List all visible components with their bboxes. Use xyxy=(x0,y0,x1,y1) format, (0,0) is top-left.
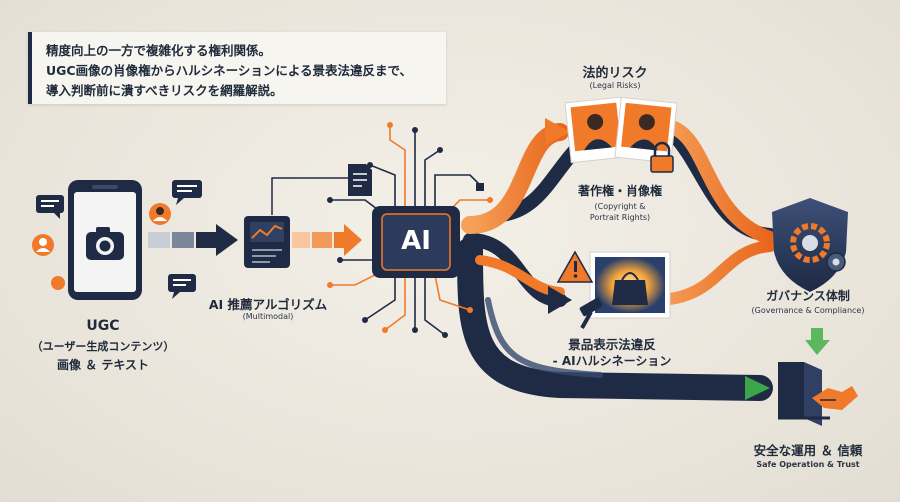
governance-subtitle: (Governance & Compliance) xyxy=(751,306,865,315)
copyright-subtitle-2: Portrait Rights) xyxy=(589,213,651,222)
ugc-subtitle: （ユーザー生成コンテンツ） xyxy=(31,340,175,353)
copyright-title: 著作権・肖像権 xyxy=(577,184,663,198)
arrowhead-governance-down xyxy=(805,340,830,355)
smartphone-icon xyxy=(68,180,142,300)
algorithm-title: AI 推薦アルゴリズム xyxy=(208,297,328,312)
arrowhead-safe xyxy=(745,376,770,400)
person-icon xyxy=(51,276,65,290)
input-arrow-2 xyxy=(292,224,362,256)
handshake-icon xyxy=(812,386,858,410)
document-icon xyxy=(348,164,372,196)
safe-subtitle: Safe Operation & Trust xyxy=(756,460,860,469)
person-icon xyxy=(32,234,54,256)
intro-card: 精度向上の一方で複雑化する権利関係。 UGC画像の肖像権からハルシネーションによ… xyxy=(28,32,446,104)
intro-line-3: 導入判断前に潰すべきリスクを網羅解説。 xyxy=(46,83,283,98)
copyright-subtitle-1: (Copyright & xyxy=(594,202,646,211)
chat-bubble-icon xyxy=(172,180,202,205)
chat-bubble-icon xyxy=(36,195,64,219)
arrowhead-legal xyxy=(545,118,570,146)
legal-risks-subtitle: (Legal Risks) xyxy=(589,81,641,90)
intro-line-1: 精度向上の一方で複雑化する権利関係。 xyxy=(46,43,272,58)
photo-frame-icon xyxy=(564,96,678,164)
circuit-nodes xyxy=(327,122,493,338)
safe-title: 安全な運用 ＆ 信頼 xyxy=(753,443,863,458)
misrep-title-2: - AIハルシネーション xyxy=(552,354,672,368)
connector-line xyxy=(271,177,350,215)
misrep-title-1: 景品表示法違反 xyxy=(568,337,656,352)
gavel-icon xyxy=(579,297,603,329)
chat-bubble-icon xyxy=(168,274,196,299)
legal-risks-title: 法的リスク xyxy=(582,66,648,81)
shield-gear-icon xyxy=(772,198,848,292)
ai-chip-icon xyxy=(372,206,460,278)
algorithm-subtitle: (Multimodal) xyxy=(242,312,294,321)
glowing-product-image xyxy=(589,251,671,319)
door-icon xyxy=(778,362,830,426)
chart-screen-icon xyxy=(244,216,290,268)
ugc-title: UGC xyxy=(86,318,120,334)
warning-icon xyxy=(556,250,594,283)
intro-line-2: UGC画像の肖像権からハルシネーションによる景表法違反まで、 xyxy=(46,63,412,78)
governance-title: ガバナンス体制 xyxy=(766,289,850,303)
ai-chip-label: AI xyxy=(401,226,431,256)
lock-icon xyxy=(650,141,674,173)
person-icon xyxy=(149,203,171,225)
camera-icon xyxy=(86,227,124,260)
flow-lines xyxy=(457,112,777,401)
input-arrow-1 xyxy=(148,224,238,256)
arrowhead-misrep xyxy=(548,286,572,314)
ugc-caption: 画像 ＆ テキスト xyxy=(57,358,149,372)
